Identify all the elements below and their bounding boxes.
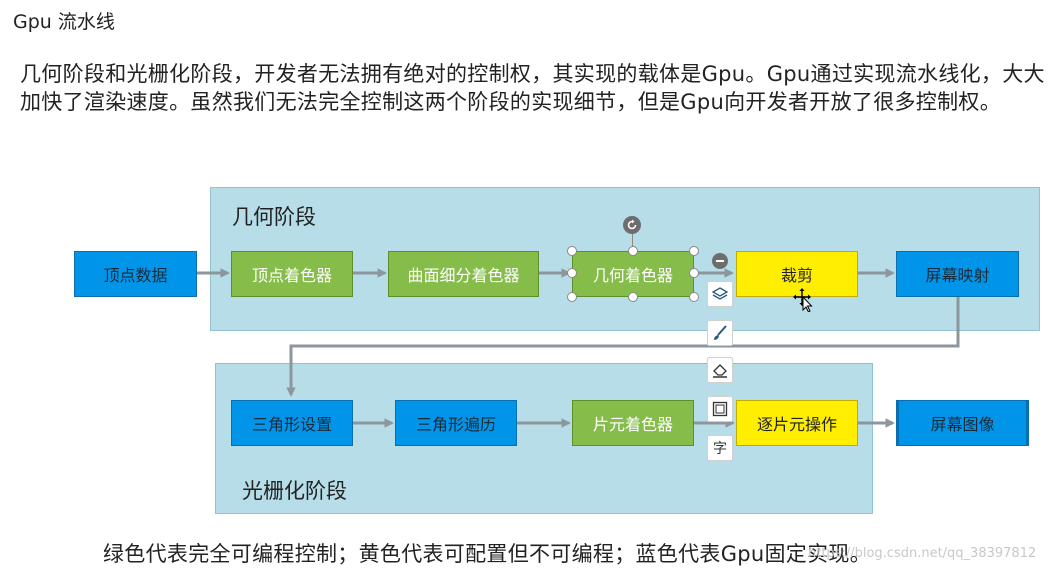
geometry-stage-title: 几何阶段	[232, 205, 316, 229]
eraser-icon	[713, 364, 727, 378]
text-button[interactable]: 字	[707, 435, 733, 461]
resize-handle-tr[interactable]	[689, 246, 699, 256]
color-legend: 绿色代表完全可编程控制；黄色代表可配置但不可编程；蓝色代表Gpu固定实现。	[103, 542, 872, 566]
raster-stage-title: 光栅化阶段	[242, 479, 347, 503]
node-screen-image: 屏幕图像	[896, 400, 1029, 446]
node-per-fragment-ops: 逐片元操作	[736, 400, 858, 446]
collapse-button[interactable]	[712, 253, 728, 269]
brush-icon	[714, 325, 727, 340]
node-vertex-data: 顶点数据	[74, 251, 197, 297]
rotate-stem	[632, 234, 633, 247]
watermark: https://blog.csdn.net/qq_38397812	[808, 546, 1037, 561]
move-cursor-icon	[793, 288, 813, 312]
brush-button[interactable]	[707, 320, 733, 346]
layers-button[interactable]	[707, 281, 733, 307]
resize-handle-tl[interactable]	[567, 246, 577, 256]
node-fragment-shader: 片元着色器	[572, 400, 694, 446]
layers-icon	[711, 287, 729, 300]
resize-handle-bl[interactable]	[567, 292, 577, 302]
node-triangle-setup: 三角形设置	[231, 400, 353, 446]
eraser-button[interactable]	[707, 357, 733, 383]
node-screen-mapping: 屏幕映射	[896, 251, 1019, 297]
resize-handle-br[interactable]	[689, 292, 699, 302]
node-vertex-shader: 顶点着色器	[231, 251, 353, 297]
text-icon: 字	[713, 441, 727, 457]
frame-icon	[712, 401, 728, 417]
node-tessellation-shader: 曲面细分着色器	[388, 251, 539, 297]
resize-handle-b[interactable]	[628, 292, 638, 302]
node-clipping: 裁剪	[736, 251, 858, 297]
intro-paragraph: 几何阶段和光栅化阶段，开发者无法拥有绝对的控制权，其实现的载体是Gpu。Gpu通…	[20, 62, 1045, 114]
rotate-handle[interactable]	[623, 216, 641, 234]
resize-handle-t[interactable]	[628, 246, 638, 256]
resize-handle-r[interactable]	[689, 268, 699, 278]
page-title: Gpu 流水线	[13, 11, 115, 33]
node-triangle-traversal: 三角形遍历	[395, 400, 517, 446]
resize-handle-l[interactable]	[567, 268, 577, 278]
node-geometry-shader[interactable]: 几何着色器	[572, 251, 694, 297]
rotate-icon	[627, 219, 637, 230]
frame-button[interactable]	[707, 396, 733, 422]
minus-icon	[716, 260, 724, 262]
